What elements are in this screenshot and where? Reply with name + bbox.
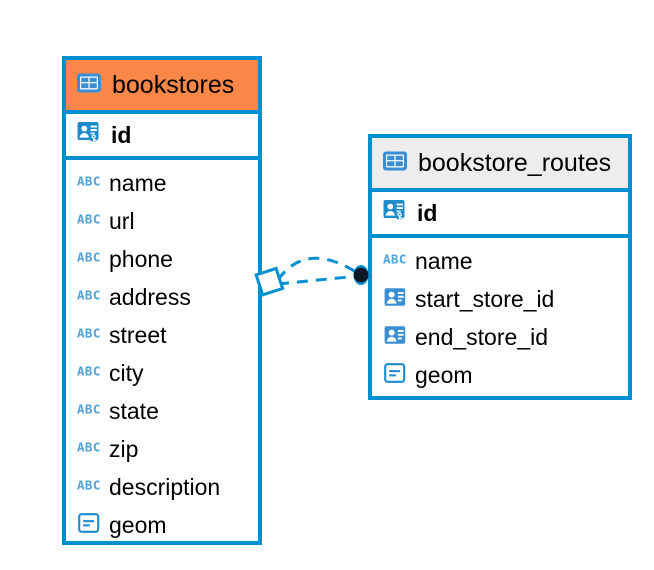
field-row-name[interactable]: ABC name: [66, 164, 258, 202]
field-label: phone: [109, 245, 173, 272]
abc-icon: ABC: [77, 439, 101, 460]
entity-title: bookstore_routes: [418, 148, 612, 177]
svg-text:ABC: ABC: [77, 363, 101, 378]
abc-icon: ABC: [77, 325, 101, 346]
field-label: id: [111, 121, 132, 148]
entity-bookstore-routes[interactable]: bookstore_routes id: [368, 134, 632, 400]
relationship-source-endpoint[interactable]: [254, 266, 285, 297]
field-row-start-store-id[interactable]: start_store_id: [372, 280, 628, 318]
field-label: geom: [109, 511, 167, 538]
geometry-icon: [77, 511, 101, 540]
relationship-link-straight[interactable]: [277, 274, 360, 286]
abc-icon: ABC: [77, 249, 101, 270]
svg-text:ABC: ABC: [77, 325, 101, 340]
foreign-key-icon: [383, 324, 407, 351]
svg-text:ABC: ABC: [77, 173, 101, 188]
field-label: end_store_id: [415, 323, 548, 350]
field-row-geom[interactable]: geom: [372, 356, 628, 394]
abc-icon: ABC: [77, 363, 101, 384]
field-row-id[interactable]: id: [66, 110, 258, 160]
svg-text:ABC: ABC: [77, 287, 101, 302]
field-label: description: [109, 473, 221, 500]
field-label: name: [415, 247, 473, 274]
field-row-name[interactable]: ABC name: [372, 242, 628, 280]
abc-icon: ABC: [77, 477, 101, 498]
svg-text:ABC: ABC: [383, 251, 407, 266]
field-row-zip[interactable]: ABC zip: [66, 430, 258, 468]
table-icon: [76, 70, 102, 101]
field-row-description[interactable]: ABC description: [66, 468, 258, 506]
entity-bookstores[interactable]: bookstores id: [62, 56, 262, 545]
field-label: city: [109, 359, 144, 386]
field-list-bookstore-routes: ABC name start_store_id: [372, 238, 628, 394]
field-row-id[interactable]: id: [372, 188, 628, 238]
field-row-city[interactable]: ABC city: [66, 354, 258, 392]
field-label: start_store_id: [415, 285, 555, 312]
relationship-link-arched[interactable]: [276, 256, 360, 281]
relationship-target-endpoint[interactable]: [353, 265, 369, 285]
field-label: geom: [415, 361, 473, 388]
field-label: url: [109, 207, 135, 234]
abc-icon: ABC: [383, 251, 407, 272]
field-row-geom[interactable]: geom: [66, 506, 258, 544]
entity-header-bookstores[interactable]: bookstores: [66, 60, 258, 110]
field-label: name: [109, 169, 167, 196]
foreign-key-icon: [383, 286, 407, 313]
geometry-icon: [383, 361, 407, 390]
field-label: id: [417, 199, 438, 226]
field-label: state: [109, 397, 159, 424]
abc-icon: ABC: [77, 401, 101, 422]
field-label: zip: [109, 435, 139, 462]
entity-title: bookstores: [112, 70, 235, 99]
field-row-state[interactable]: ABC state: [66, 392, 258, 430]
field-row-end-store-id[interactable]: end_store_id: [372, 318, 628, 356]
field-label: street: [109, 321, 167, 348]
field-row-phone[interactable]: ABC phone: [66, 240, 258, 278]
svg-text:ABC: ABC: [77, 477, 101, 492]
primary-key-icon: [76, 119, 103, 151]
field-label: address: [109, 283, 191, 310]
primary-key-icon: [382, 197, 409, 229]
field-list-bookstores: ABC name ABC url ABC p: [66, 160, 258, 544]
svg-text:ABC: ABC: [77, 401, 101, 416]
svg-text:ABC: ABC: [77, 211, 101, 226]
abc-icon: ABC: [77, 287, 101, 308]
field-row-address[interactable]: ABC address: [66, 278, 258, 316]
svg-text:ABC: ABC: [77, 249, 101, 264]
relationship-connector[interactable]: [254, 244, 374, 312]
table-icon: [382, 148, 408, 179]
entity-header-bookstore-routes[interactable]: bookstore_routes: [372, 138, 628, 188]
abc-icon: ABC: [77, 211, 101, 232]
abc-icon: ABC: [77, 173, 101, 194]
svg-text:ABC: ABC: [77, 439, 101, 454]
field-row-url[interactable]: ABC url: [66, 202, 258, 240]
field-row-street[interactable]: ABC street: [66, 316, 258, 354]
